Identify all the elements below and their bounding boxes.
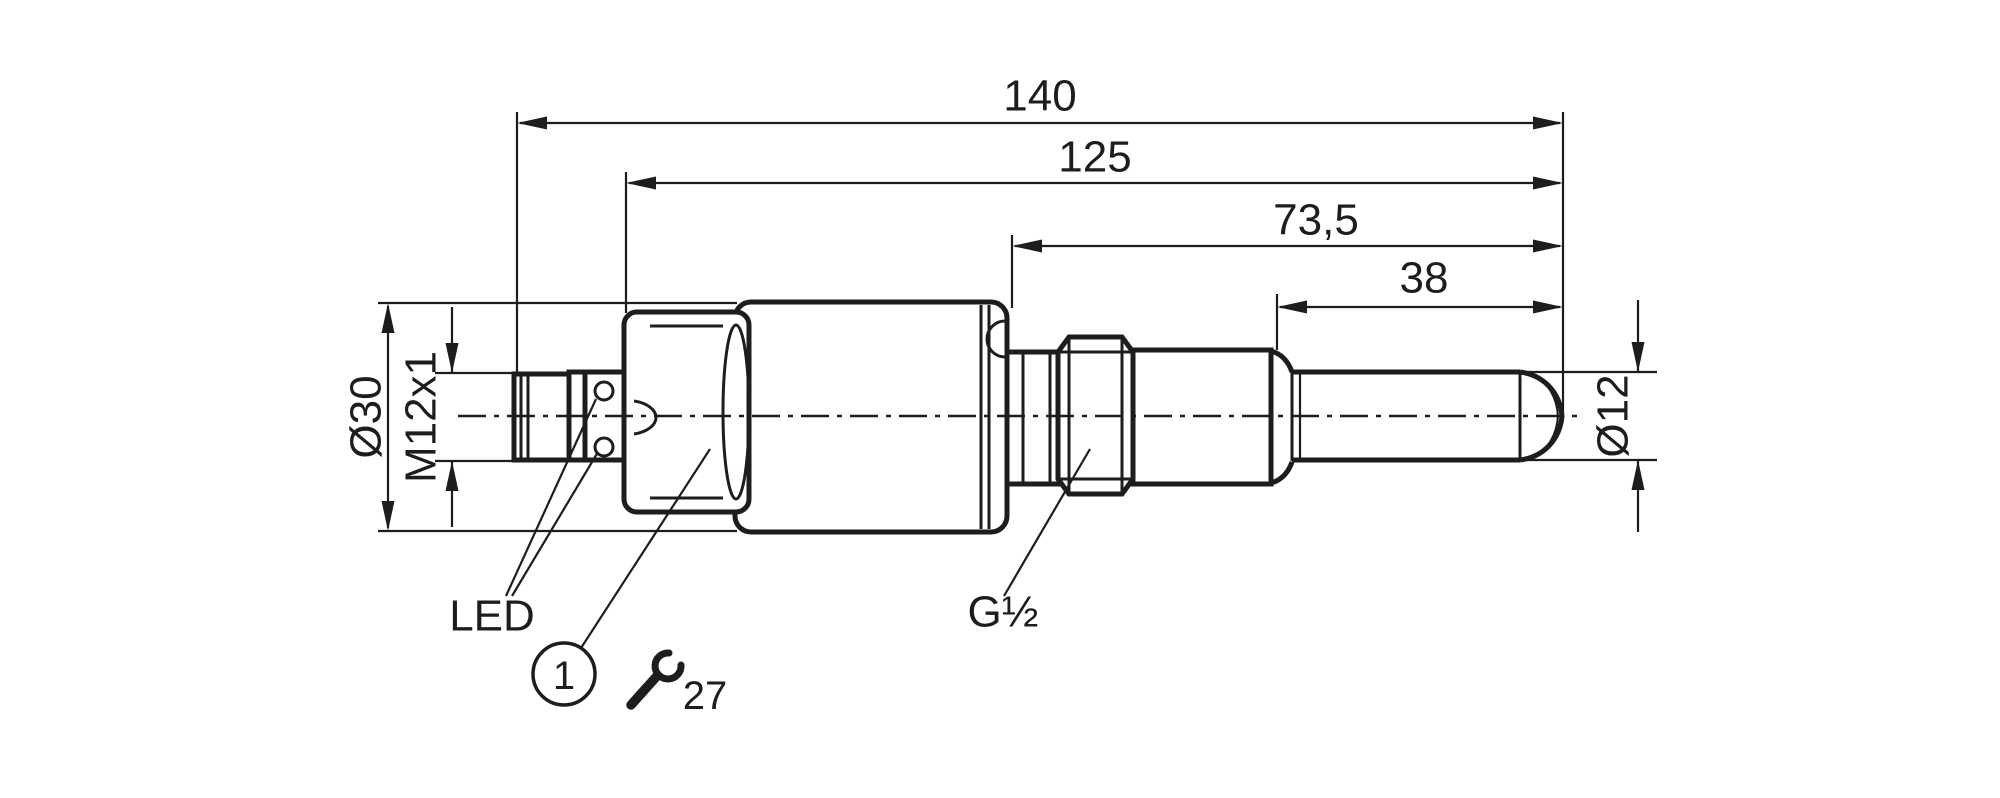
taper-shoulder-top (1270, 348, 1295, 373)
dim-probe-section-length-label: 73,5 (1273, 196, 1359, 245)
arrowhead (1533, 239, 1563, 253)
led-leader-line (504, 398, 598, 597)
dim-connector-thread-label: M12x1 (397, 351, 446, 483)
body-notch-arc (985, 319, 1006, 359)
wrench-size-label: 27 (683, 674, 728, 718)
dim-body-length-label: 125 (1058, 133, 1131, 182)
annotations: LED G½ 1 27 (449, 588, 1038, 719)
leader-lines (504, 398, 1091, 649)
arrowhead (1631, 460, 1645, 490)
led-indicator-icon (593, 436, 615, 458)
arrowhead (445, 343, 459, 373)
dim-tip-length-label: 38 (1400, 254, 1449, 303)
arrowhead (626, 176, 656, 190)
arrowhead (445, 461, 459, 491)
callout-circle (531, 641, 597, 707)
dim-overall-length-label: 140 (1003, 72, 1076, 121)
arrowhead (381, 303, 395, 333)
dim-probe-diameter-label: Ø12 (1589, 374, 1638, 457)
hex-facet-arc-right (721, 323, 751, 501)
dimension-lines (381, 116, 1645, 532)
g-thread-leader-line (1003, 448, 1091, 597)
dimension-labels: 140 125 73,5 38 Ø30 M12x1 Ø12 (342, 72, 1638, 484)
arrowhead (1277, 300, 1307, 314)
arrowhead (1533, 300, 1563, 314)
led-label: LED (449, 592, 535, 641)
hex-nut (621, 309, 752, 515)
arrowhead (1533, 116, 1563, 130)
g-thread-label: G½ (968, 588, 1039, 637)
arrowhead (1012, 239, 1042, 253)
wrench-icon (626, 649, 685, 710)
wrench-handle (626, 671, 662, 710)
callout-leader-line (580, 448, 711, 649)
arrowhead (517, 116, 547, 130)
arrowhead (1631, 342, 1645, 372)
callout-number-label: 1 (553, 654, 575, 698)
arrowhead (1533, 176, 1563, 190)
dim-housing-diameter-label: Ø30 (342, 375, 391, 458)
led-indicator-icon (593, 380, 615, 402)
arrowhead (381, 501, 395, 531)
led-leader-line (511, 451, 599, 597)
hex-facet-arc-left (633, 399, 658, 436)
taper-shoulder-bottom (1270, 461, 1295, 486)
